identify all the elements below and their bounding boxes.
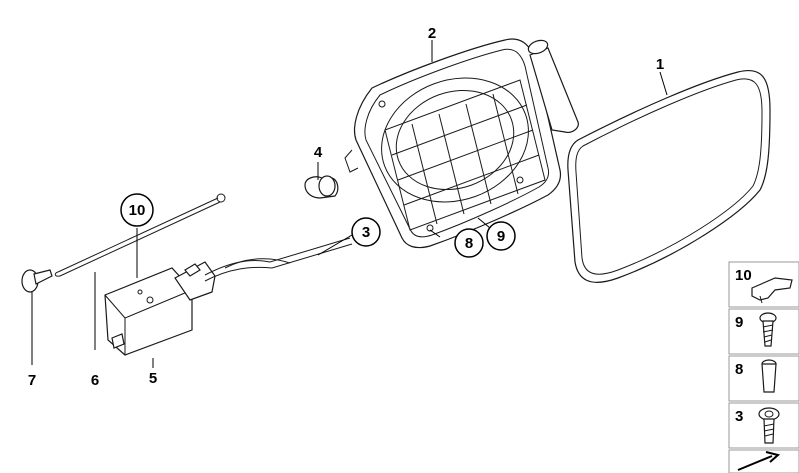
callout-7: 7 [28, 372, 36, 389]
svg-text:9: 9 [735, 314, 743, 331]
callout-6: 6 [91, 372, 99, 389]
housing-grid [384, 79, 546, 231]
callout-2: 2 [428, 25, 436, 42]
legend-item-3: 3 [728, 402, 799, 449]
legend-item-9: 9 [728, 308, 799, 355]
callout-8: 8 [454, 228, 484, 258]
grommet-part [304, 175, 339, 199]
svg-text:4: 4 [314, 144, 323, 161]
push-pin [21, 269, 53, 293]
callout-9: 9 [486, 221, 516, 251]
arrow-icon [737, 451, 781, 471]
plug-icon [761, 359, 777, 393]
svg-text:2: 2 [428, 25, 436, 42]
svg-text:7: 7 [28, 372, 36, 389]
callout-3: 3 [351, 217, 381, 247]
svg-text:3: 3 [362, 224, 370, 241]
legend-item-10: 10 [728, 261, 799, 308]
svg-text:10: 10 [735, 267, 752, 284]
legend-item-8: 8 [728, 355, 799, 402]
arrow-tile [728, 449, 799, 473]
svg-text:1: 1 [656, 56, 664, 73]
clip-icon [751, 277, 793, 304]
callout-4: 4 [314, 144, 323, 161]
rivet-icon [758, 407, 780, 444]
svg-text:6: 6 [91, 372, 99, 389]
fuel-filler-housing [344, 38, 579, 249]
svg-text:8: 8 [735, 361, 743, 378]
pull-cable [54, 193, 226, 277]
svg-text:10: 10 [129, 202, 146, 219]
actuator-motor [104, 237, 353, 356]
screw-icon [759, 312, 777, 347]
svg-text:8: 8 [465, 235, 473, 252]
svg-text:5: 5 [149, 370, 157, 387]
callout-5: 5 [149, 370, 157, 387]
callout-10: 10 [120, 193, 154, 227]
fuel-flap-cover [567, 70, 771, 283]
svg-text:3: 3 [735, 408, 743, 425]
callout-1: 1 [656, 56, 664, 73]
leader-lines [31, 40, 668, 368]
parts-legend: 10 9 8 3 [728, 261, 799, 473]
svg-text:9: 9 [497, 228, 505, 245]
